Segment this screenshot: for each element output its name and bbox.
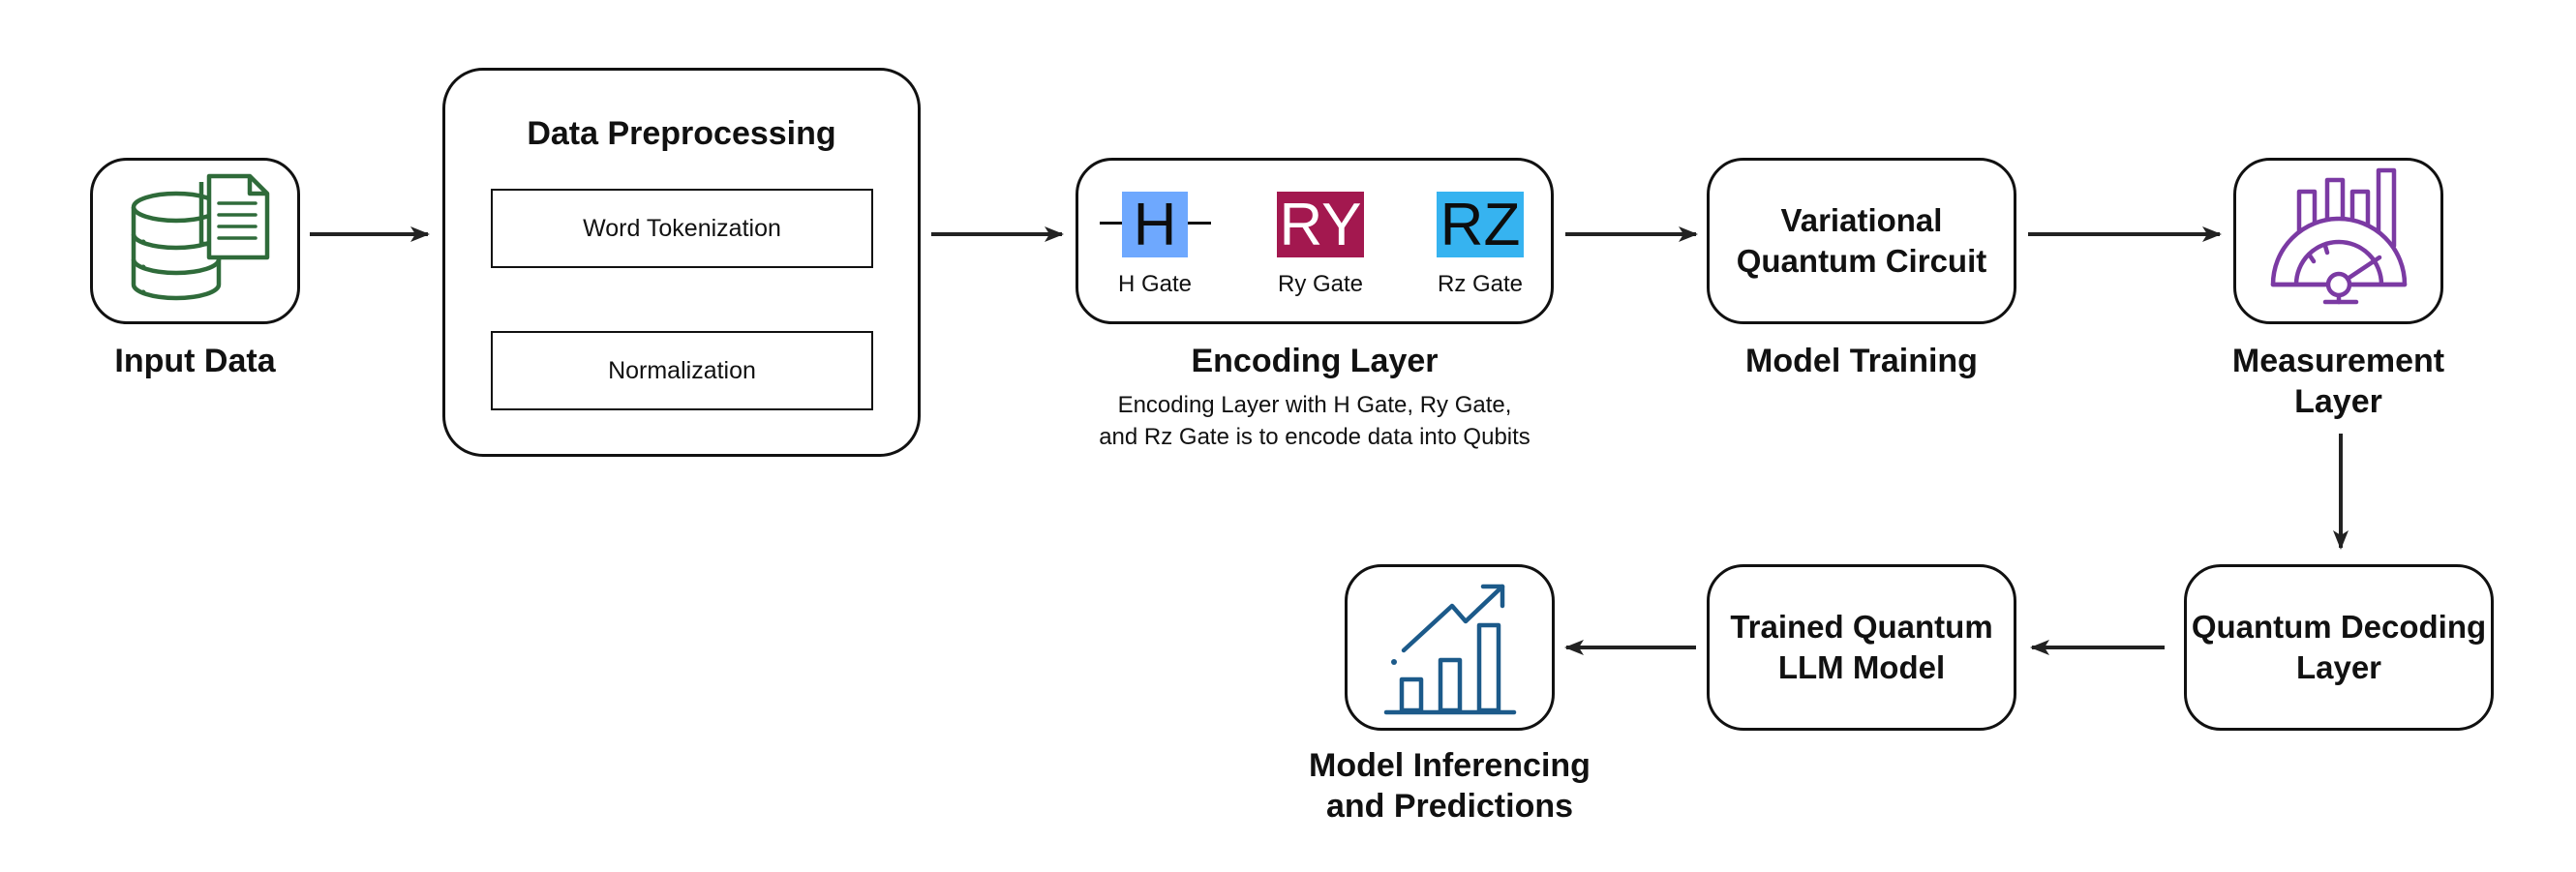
trained-box-line-1: Trained Quantum: [1730, 609, 1993, 645]
data-preprocessing-node: Data Preprocessing Word Tokenization Nor…: [442, 68, 921, 457]
growth-bar-chart-icon: [1383, 584, 1517, 715]
gauge-bar-chart-icon: [2270, 167, 2408, 305]
database-document-icon: [131, 173, 270, 301]
encoding-description-line-1: Encoding Layer with H Gate, Ry Gate,: [1117, 392, 1512, 418]
training-box-line-1: Variational: [1780, 202, 1943, 238]
decoding-box-line-2: Layer: [2295, 649, 2382, 685]
encoding-layer-node: H H Gate RY Ry Gate RZ Rz Gate: [1076, 158, 1554, 324]
input-data-node: [90, 158, 300, 324]
ry-gate-caption: Ry Gate: [1277, 271, 1364, 297]
measurement-label-line-1: Measurement: [2231, 343, 2445, 379]
input-data-label: Input Data: [114, 343, 276, 379]
inferencing-label-line-2: and Predictions: [1325, 788, 1574, 825]
model-inferencing-label: Model Inferencing and Predictions: [1288, 745, 1612, 827]
rz-gate-caption: Rz Gate: [1437, 271, 1524, 297]
encoding-description-line-2: and Rz Gate is to encode data into Qubit…: [1099, 424, 1530, 450]
encoding-layer-description: Encoding Layer with H Gate, Ry Gate, and…: [1024, 389, 1605, 453]
measurement-layer-node: [2233, 158, 2443, 324]
measurement-label-line-2: Layer: [2294, 383, 2382, 420]
h-gate-caption: H Gate: [1117, 271, 1193, 297]
trained-box-line-2: LLM Model: [1777, 649, 1946, 685]
model-inferencing-node: [1345, 564, 1555, 731]
model-training-label: Model Training: [1745, 343, 1978, 379]
encoding-layer-label: Encoding Layer: [1191, 343, 1439, 379]
inferencing-label-line-1: Model Inferencing: [1309, 747, 1591, 784]
variational-quantum-circuit-node: Variational Quantum Circuit: [1707, 158, 2016, 324]
h-gate-icon: H: [1122, 192, 1188, 258]
quantum-decoding-layer-node: Quantum Decoding Layer: [2184, 564, 2494, 731]
word-tokenization-step: Word Tokenization: [491, 189, 873, 268]
rz-gate-icon: RZ: [1437, 192, 1524, 258]
decoding-box-line-1: Quantum Decoding: [2191, 609, 2487, 645]
ry-gate-icon: RY: [1277, 192, 1364, 258]
normalization-step: Normalization: [491, 331, 873, 410]
measurement-layer-label: Measurement Layer: [2207, 341, 2470, 422]
trained-quantum-llm-model-node: Trained Quantum LLM Model: [1707, 564, 2016, 731]
training-box-line-2: Quantum Circuit: [1736, 243, 1987, 279]
data-preprocessing-title: Data Preprocessing: [527, 115, 836, 152]
